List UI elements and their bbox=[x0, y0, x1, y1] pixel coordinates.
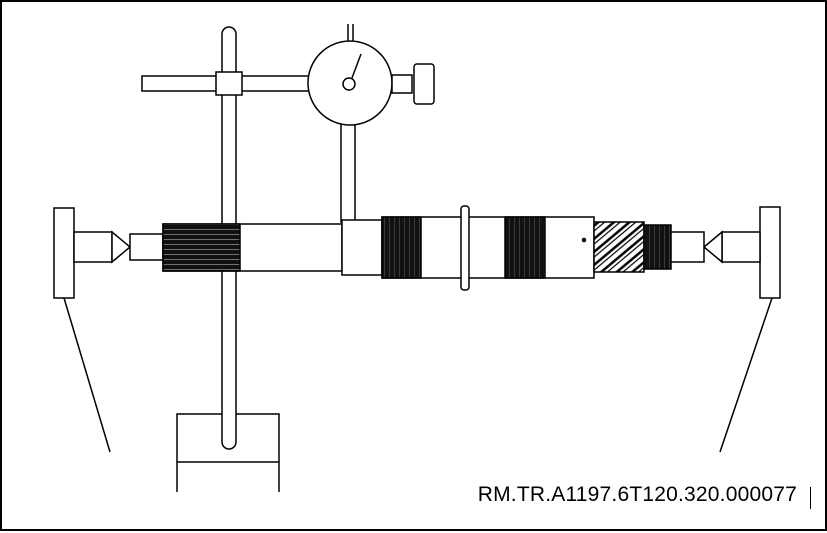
helical-gear bbox=[593, 221, 645, 273]
snap-ring bbox=[460, 205, 470, 291]
shaft-spline-end bbox=[643, 224, 672, 270]
dial-knob bbox=[413, 63, 435, 105]
dial-pivot bbox=[342, 77, 356, 91]
arm-clamp bbox=[215, 71, 243, 96]
gear-teeth-2 bbox=[504, 216, 546, 279]
gear-teeth-1 bbox=[381, 216, 422, 279]
right-center bbox=[702, 206, 781, 453]
reference-divider bbox=[810, 487, 811, 509]
spline-section bbox=[162, 223, 241, 272]
dial-needle bbox=[351, 53, 362, 79]
transmission-shaft bbox=[129, 205, 705, 291]
left-center bbox=[53, 207, 132, 453]
dial-indicator bbox=[307, 24, 435, 223]
figure-reference-code: RM.TR.A1197.6T120.320.000077 bbox=[477, 483, 797, 506]
